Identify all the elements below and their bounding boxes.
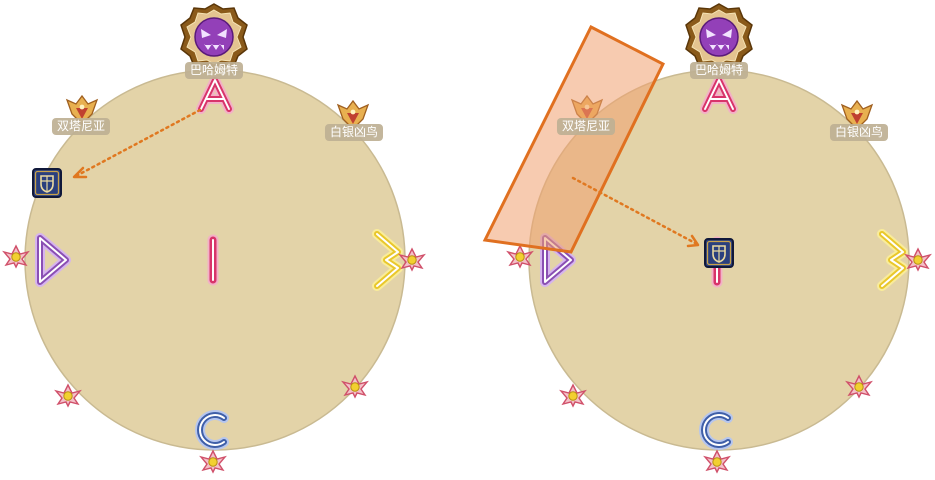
waymark-b-icon	[877, 229, 908, 291]
party-member-icon	[507, 245, 533, 268]
tank-job-icon	[704, 238, 734, 268]
boss-nameplate: 巴哈姆特	[184, 62, 244, 79]
boss-nameplate: 巴哈姆特	[689, 62, 749, 79]
waymark-c-icon	[699, 410, 733, 450]
waymark-b-icon	[372, 229, 403, 291]
line-aoe-icon	[482, 24, 665, 254]
boss-portrait-icon	[685, 3, 753, 71]
move-arrow-icon	[72, 108, 202, 179]
party-member-icon	[200, 450, 226, 473]
add-nameplate-left: 双塔尼亚	[51, 118, 111, 135]
party-member-icon	[905, 248, 931, 271]
party-member-icon	[3, 245, 29, 268]
tank-job-icon	[32, 168, 62, 198]
waymark-c-icon	[195, 410, 229, 450]
boss-portrait-icon	[180, 3, 248, 71]
arena-panel-before: 巴哈姆特 双塔尼亚 白银凶鸟	[0, 0, 467, 480]
move-arrow-icon	[571, 176, 700, 248]
arena-board	[3, 3, 425, 473]
add-nameplate-right: 白银凶鸟	[829, 124, 889, 141]
waymark-d-icon	[35, 233, 71, 287]
add-nameplate-left: 双塔尼亚	[556, 118, 616, 135]
arena-board	[482, 3, 931, 473]
add-nameplate-right: 白银凶鸟	[324, 124, 384, 141]
waymark-a-icon	[196, 75, 234, 114]
party-member-icon	[704, 450, 730, 473]
arena-panel-after: 巴哈姆特 双塔尼亚 白银凶鸟	[482, 0, 935, 480]
waymark-a-icon	[700, 75, 738, 114]
